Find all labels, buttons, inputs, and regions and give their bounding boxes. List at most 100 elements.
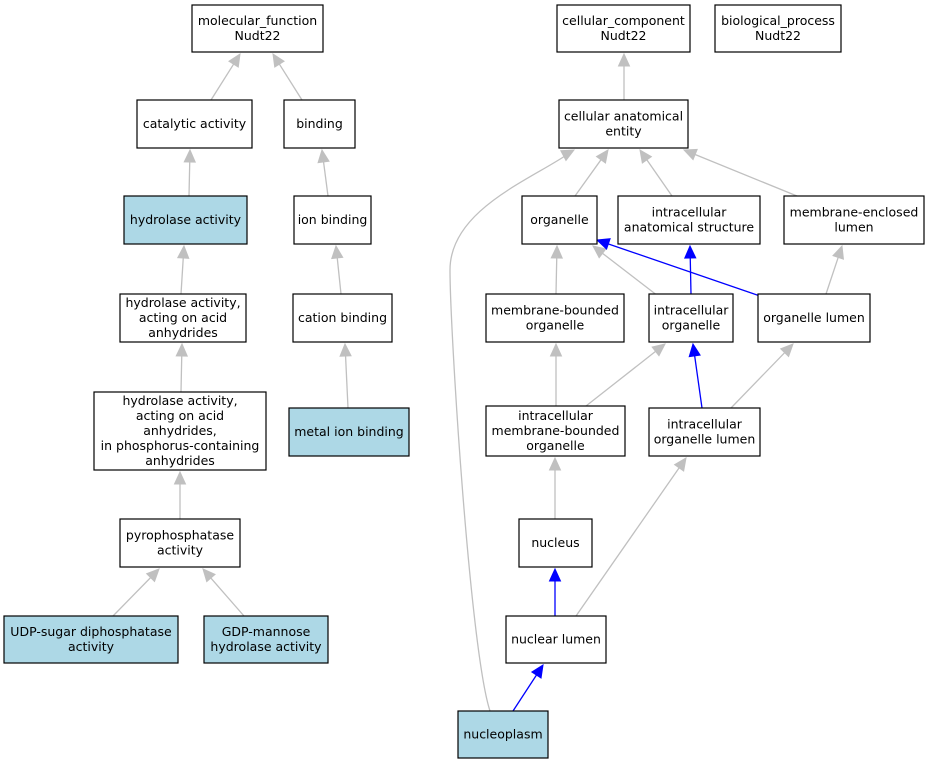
arrowhead	[339, 342, 352, 357]
term-box	[757, 293, 871, 343]
term-node-cation[interactable]: cation binding	[292, 293, 393, 343]
arrowhead	[779, 343, 794, 358]
term-label: intracellular	[667, 417, 743, 432]
edge-ol-to-mel	[825, 244, 845, 295]
arrowhead	[595, 149, 609, 164]
term-label: activity	[157, 543, 204, 558]
term-node-binding[interactable]: binding	[283, 99, 356, 149]
term-box	[136, 99, 253, 149]
arrowhead	[202, 568, 216, 583]
term-label: activity	[68, 639, 115, 654]
edge-hydro-to-cat	[183, 148, 197, 197]
term-box	[783, 195, 925, 245]
term-label: anatomical structure	[624, 220, 754, 235]
edge-np-to-cae	[449, 149, 576, 712]
arrowhead	[595, 238, 611, 250]
term-label: Nudt22	[755, 28, 801, 43]
term-box	[119, 293, 247, 343]
term-node-hyphos[interactable]: hydrolase activity,acting on acidanhydri…	[93, 391, 267, 471]
arrowhead	[682, 148, 698, 161]
edge-udp-to-pyro	[112, 568, 160, 617]
arrowhead	[683, 244, 697, 259]
term-label: nuclear lumen	[511, 632, 601, 647]
term-node-ol[interactable]: organelle lumen	[757, 293, 871, 343]
arrowhead	[673, 457, 687, 472]
term-box	[457, 710, 549, 759]
term-label: molecular_function	[198, 13, 317, 28]
term-label: ion binding	[298, 212, 368, 227]
term-box	[123, 195, 248, 245]
edge-ion-to-binding	[317, 148, 330, 197]
arrowhead	[617, 52, 631, 67]
arrowhead	[228, 52, 241, 68]
term-node-metal[interactable]: metal ion binding	[288, 407, 410, 457]
term-label: cellular_component	[562, 13, 685, 28]
arrowhead	[176, 244, 190, 259]
arrowhead	[183, 148, 197, 163]
term-node-hydro[interactable]: hydrolase activity	[123, 195, 248, 245]
term-label: cellular anatomical	[564, 109, 683, 124]
arrowhead	[530, 663, 544, 679]
term-label: acting on acid	[136, 408, 224, 423]
arrowhead	[549, 342, 563, 357]
term-box	[485, 405, 626, 457]
term-box	[648, 293, 734, 343]
term-label: catalytic activity	[143, 116, 247, 131]
term-label: intracellular	[518, 408, 594, 423]
arrowhead	[550, 244, 564, 259]
term-label: cation binding	[298, 310, 387, 325]
term-node-nucleus[interactable]: nucleus	[518, 518, 593, 568]
edge-hyphos-to-hyacid	[175, 342, 189, 393]
term-box	[714, 4, 842, 53]
term-node-ion[interactable]: ion binding	[293, 195, 372, 245]
term-box	[293, 195, 372, 245]
term-node-organelle[interactable]: organelle	[521, 195, 598, 245]
term-label: metal ion binding	[294, 424, 404, 439]
term-box	[93, 391, 267, 471]
term-box	[617, 195, 761, 245]
edge-cat-to-mf	[210, 52, 241, 101]
term-label: organelle	[526, 318, 585, 333]
arrowhead	[173, 470, 187, 485]
term-node-cat[interactable]: catalytic activity	[136, 99, 253, 149]
edge-imbo-to-io	[585, 343, 666, 407]
term-label: Nudt22	[600, 28, 646, 43]
term-label: organelle lumen	[654, 432, 756, 447]
term-label: organelle lumen	[763, 310, 865, 325]
edge-mel-to-cae	[682, 148, 798, 197]
term-box	[283, 99, 356, 149]
term-label: intracellular	[652, 205, 728, 220]
edge-nl-to-iol	[575, 457, 687, 617]
term-node-hyacid[interactable]: hydrolase activity,acting on acidanhydri…	[119, 293, 247, 343]
term-label: membrane-bounded	[492, 423, 620, 438]
arrowhead	[548, 567, 562, 582]
term-box	[3, 615, 179, 664]
term-node-np[interactable]: nucleoplasm	[457, 710, 549, 759]
edge-io-to-organelle	[592, 245, 659, 297]
arrowhead	[639, 149, 653, 164]
edge-cation-to-ion	[331, 244, 344, 295]
term-node-nl[interactable]: nuclear lumen	[505, 615, 607, 664]
term-box	[518, 518, 593, 568]
arrowhead	[688, 342, 701, 358]
edge-ias-to-cae	[639, 149, 673, 197]
term-box	[292, 293, 393, 343]
term-label: hydrolase activity,	[125, 295, 240, 310]
arrowhead	[272, 52, 285, 68]
term-label: acting on acid	[139, 310, 227, 325]
arrowhead	[560, 149, 576, 162]
